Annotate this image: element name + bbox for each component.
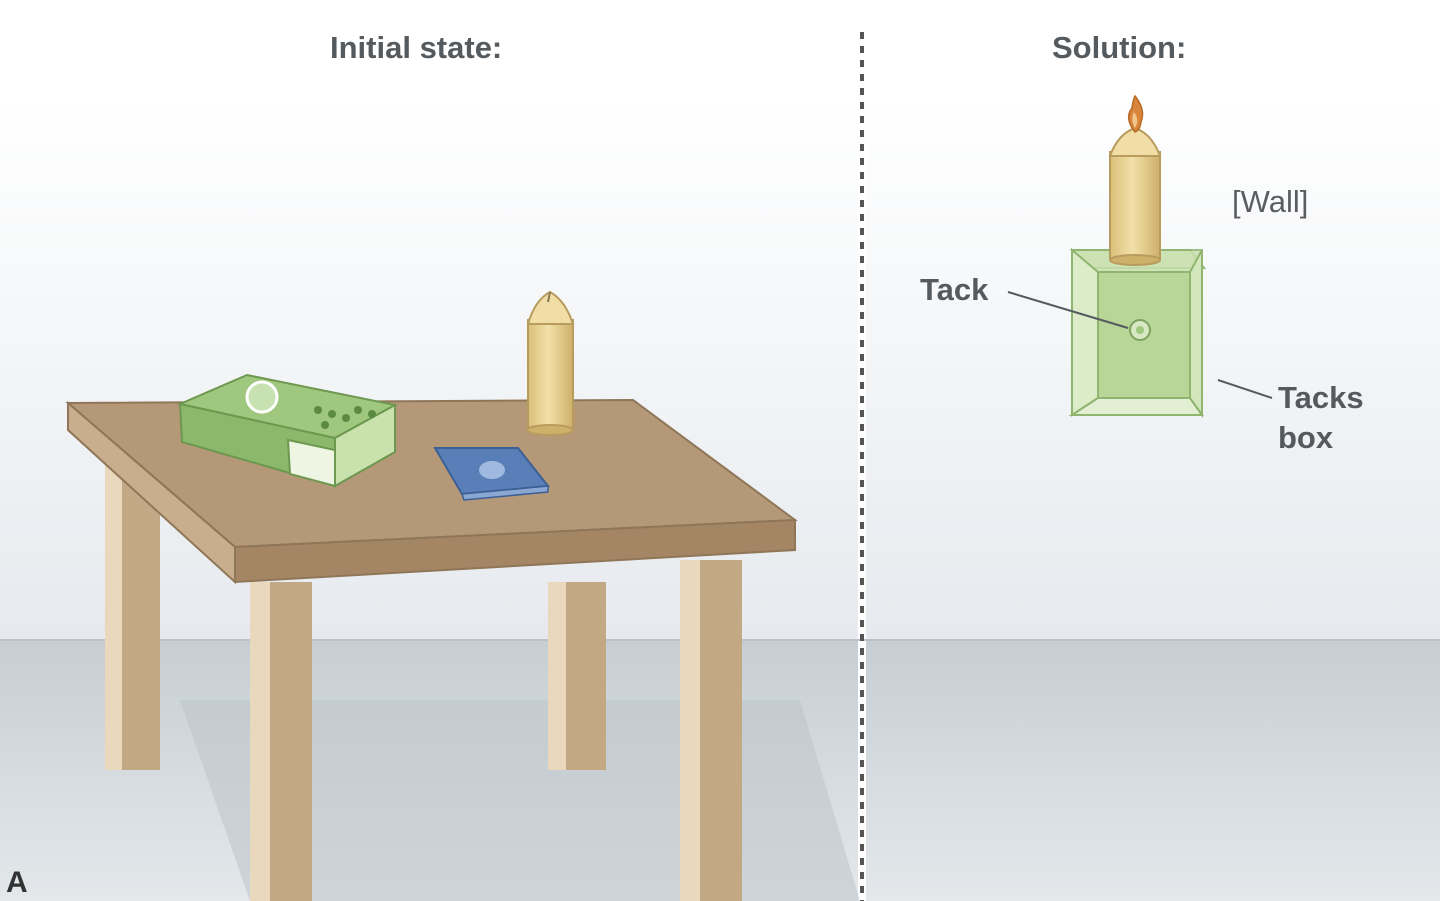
matchbook	[433, 447, 550, 501]
table-legs-front	[250, 560, 742, 901]
floor-right	[866, 640, 1440, 901]
candle-solution	[1108, 94, 1162, 266]
candle-initial	[526, 290, 575, 436]
matchbox-emblem	[245, 380, 279, 414]
table-legs-back	[105, 462, 606, 770]
tacks-box-label-line1: Tacks	[1278, 380, 1364, 415]
tack-label: Tack	[920, 272, 989, 307]
tacks-box-label: Tacks box	[1278, 378, 1364, 458]
tacks-box	[1068, 247, 1207, 419]
table-apron-front	[234, 518, 796, 584]
tacks-box-leader-line	[1217, 379, 1273, 399]
matchbox	[176, 373, 398, 488]
wall-label: [Wall]	[1232, 184, 1309, 219]
solution-title: Solution:	[1052, 30, 1187, 65]
tacks-box-label-line2: box	[1278, 420, 1334, 455]
tack-leader-line	[1007, 291, 1129, 329]
initial-state-title: Initial state:	[330, 30, 503, 65]
flame	[1127, 94, 1144, 133]
panel-letter: A	[6, 866, 28, 899]
